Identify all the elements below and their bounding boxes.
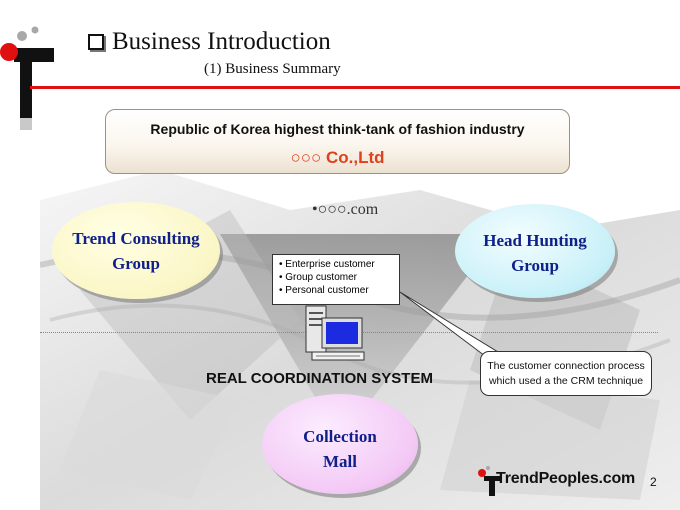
- footer-logo-icon: [478, 466, 500, 496]
- head-group-line1: Head Hunting: [483, 231, 587, 250]
- mall-line2: Mall: [323, 452, 357, 471]
- company-banner: Republic of Korea highest think-tank of …: [105, 109, 570, 174]
- collection-mall-oval: Collection Mall: [262, 394, 418, 494]
- page-title-text: Business Introduction: [112, 28, 331, 55]
- head-group-line2: Group: [511, 256, 559, 275]
- banner-company-name: ○○○ Co.,Ltd: [290, 148, 385, 167]
- callout-line1: The customer connection process: [487, 360, 645, 372]
- trend-group-line2: Group: [112, 254, 160, 273]
- company-logo-icon: [0, 26, 54, 130]
- footer-brand: TrendPeoples.com: [496, 470, 636, 487]
- customer-list-box: Enterprise customer Group customer Perso…: [272, 254, 400, 305]
- trend-group-line1: Trend Consulting: [72, 229, 200, 248]
- checkbox-bullet-icon: [88, 34, 104, 50]
- crm-callout: The customer connection process which us…: [480, 351, 652, 396]
- computer-icon: [305, 305, 365, 361]
- system-label: REAL COORDINATION SYSTEM: [206, 370, 433, 387]
- customer-item: Personal customer: [279, 284, 393, 297]
- page-number: 2: [650, 475, 657, 489]
- customer-item: Group customer: [279, 271, 393, 284]
- page-subtitle: (1) Business Summary: [204, 61, 341, 77]
- header-rule: [30, 86, 680, 89]
- trend-consulting-group-oval: Trend Consulting Group: [52, 202, 220, 299]
- head-hunting-group-oval: Head Hunting Group: [455, 204, 615, 298]
- banner-tagline: Republic of Korea highest think-tank of …: [150, 121, 525, 137]
- website-label: •○○○.com: [312, 201, 379, 218]
- page-title: Business Introduction: [88, 28, 331, 56]
- mall-line1: Collection: [303, 427, 377, 446]
- callout-line2: which used a the CRM technique: [488, 375, 644, 387]
- customer-item: Enterprise customer: [279, 258, 393, 271]
